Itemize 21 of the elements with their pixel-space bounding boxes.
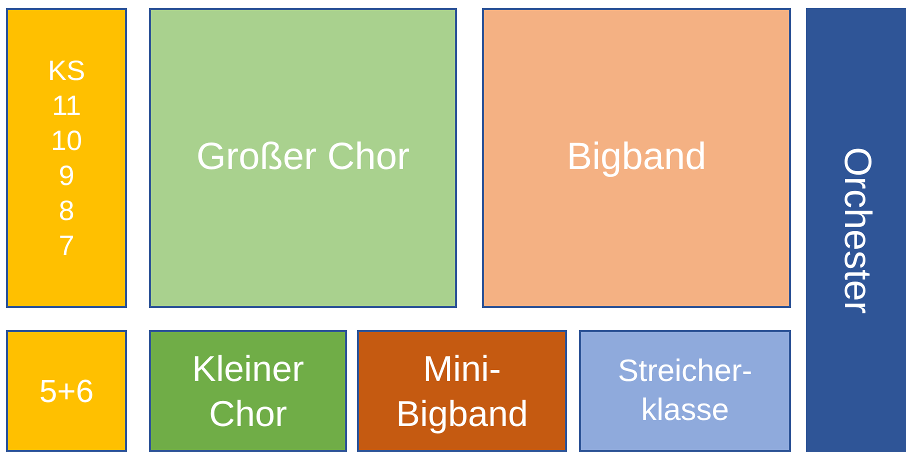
ensemble-bar <box>806 8 906 452</box>
grade-column-box <box>6 8 127 308</box>
grade-label: 11 <box>52 89 82 123</box>
ensemble-box <box>357 330 567 452</box>
grade-label: 10 <box>50 124 82 158</box>
grade-label: KS <box>48 54 86 88</box>
ensemble-label: Streicher- klasse <box>616 352 754 429</box>
grade-label: 9 <box>58 159 74 193</box>
grade-label: 8 <box>58 194 74 228</box>
ensemble-box <box>149 330 347 452</box>
ensemble-box <box>579 330 791 452</box>
ensemble-label: 5+6 <box>39 372 94 411</box>
ensemble-box <box>149 8 457 308</box>
ensemble-label: Mini- Bigband <box>394 347 530 436</box>
ensemble-box <box>482 8 791 308</box>
ensemble-label: Bigband <box>566 135 706 180</box>
grade-box <box>6 330 127 452</box>
ensemble-label: Großer Chor <box>196 135 410 180</box>
ensemble-label: Orchester <box>834 146 879 314</box>
grade-label: 7 <box>58 229 74 263</box>
ensemble-label: Kleiner Chor <box>190 347 306 436</box>
